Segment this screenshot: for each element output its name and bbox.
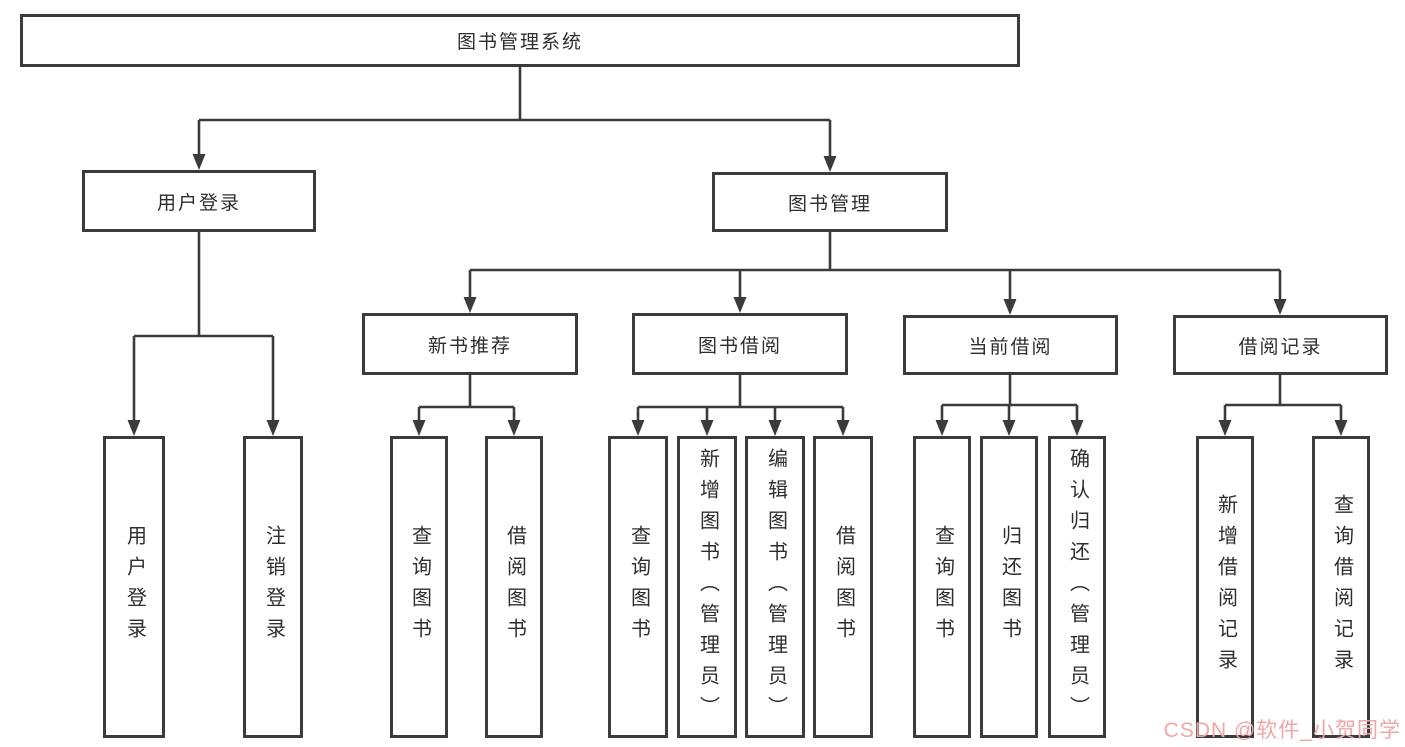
leaf-query-borrow-record: 查询借阅记录 [1312,436,1370,738]
leaf-return-books-label: 归还图书 [998,525,1021,649]
leaf-query-books-3: 查询图书 [913,436,971,738]
node-new-book-recommend-label: 新书推荐 [427,335,512,357]
leaf-user-login: 用户登录 [103,436,165,738]
leaf-query-books-3-label: 查询图书 [931,525,954,649]
node-current-borrowing: 当前借阅 [903,315,1118,375]
leaf-query-borrow-record-label: 查询借阅记录 [1330,494,1353,680]
leaf-query-books-1: 查询图书 [390,436,448,738]
node-borrowing-records-label: 借阅记录 [1238,336,1323,358]
leaf-add-borrow-record-label: 新增借阅记录 [1214,494,1237,680]
leaf-add-borrow-record: 新增借阅记录 [1196,436,1254,738]
leaf-borrow-books-2: 借阅图书 [813,436,873,738]
node-new-book-recommend: 新书推荐 [362,313,578,375]
node-book-management-branch: 图书管理 [712,172,948,232]
node-root: 图书管理系统 [20,14,1020,67]
leaf-add-books-admin-label: 新增图书（管理员） [696,447,719,727]
node-book-borrowing: 图书借阅 [632,313,848,375]
leaf-logout: 注销登录 [243,436,303,738]
leaf-borrow-books-1: 借阅图书 [485,436,543,738]
leaf-edit-books-admin-label: 编辑图书（管理员） [764,447,787,727]
watermark: CSDN @软件_小贺同学 [1163,719,1401,742]
leaf-borrow-books-1-label: 借阅图书 [503,525,526,649]
leaf-add-books-admin: 新增图书（管理员） [677,436,737,738]
node-borrowing-records: 借阅记录 [1173,315,1388,375]
node-user-login-branch: 用户登录 [82,170,316,232]
leaf-confirm-return-admin-label: 确认归还（管理员） [1066,447,1089,727]
node-book-management-branch-label: 图书管理 [787,193,872,215]
leaf-query-books-2: 查询图书 [608,436,668,738]
leaf-query-books-1-label: 查询图书 [408,525,431,649]
leaf-return-books: 归还图书 [980,436,1038,738]
node-user-login-branch-label: 用户登录 [156,192,241,214]
node-book-borrowing-label: 图书借阅 [697,335,782,357]
leaf-query-books-2-label: 查询图书 [627,525,650,649]
leaf-edit-books-admin: 编辑图书（管理员） [745,436,805,738]
node-root-label: 图书管理系统 [456,32,583,53]
leaf-confirm-return-admin: 确认归还（管理员） [1048,436,1106,738]
node-current-borrowing-label: 当前借阅 [968,336,1053,358]
leaf-user-login-label: 用户登录 [123,525,146,649]
leaf-logout-label: 注销登录 [262,525,285,649]
leaf-borrow-books-2-label: 借阅图书 [832,525,855,649]
